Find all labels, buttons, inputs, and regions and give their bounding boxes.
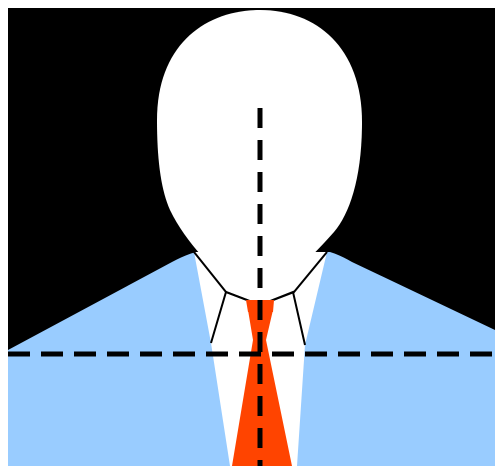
passport-photo-guide-illustration <box>0 0 495 466</box>
passport-photo-guide-frame <box>0 0 495 466</box>
